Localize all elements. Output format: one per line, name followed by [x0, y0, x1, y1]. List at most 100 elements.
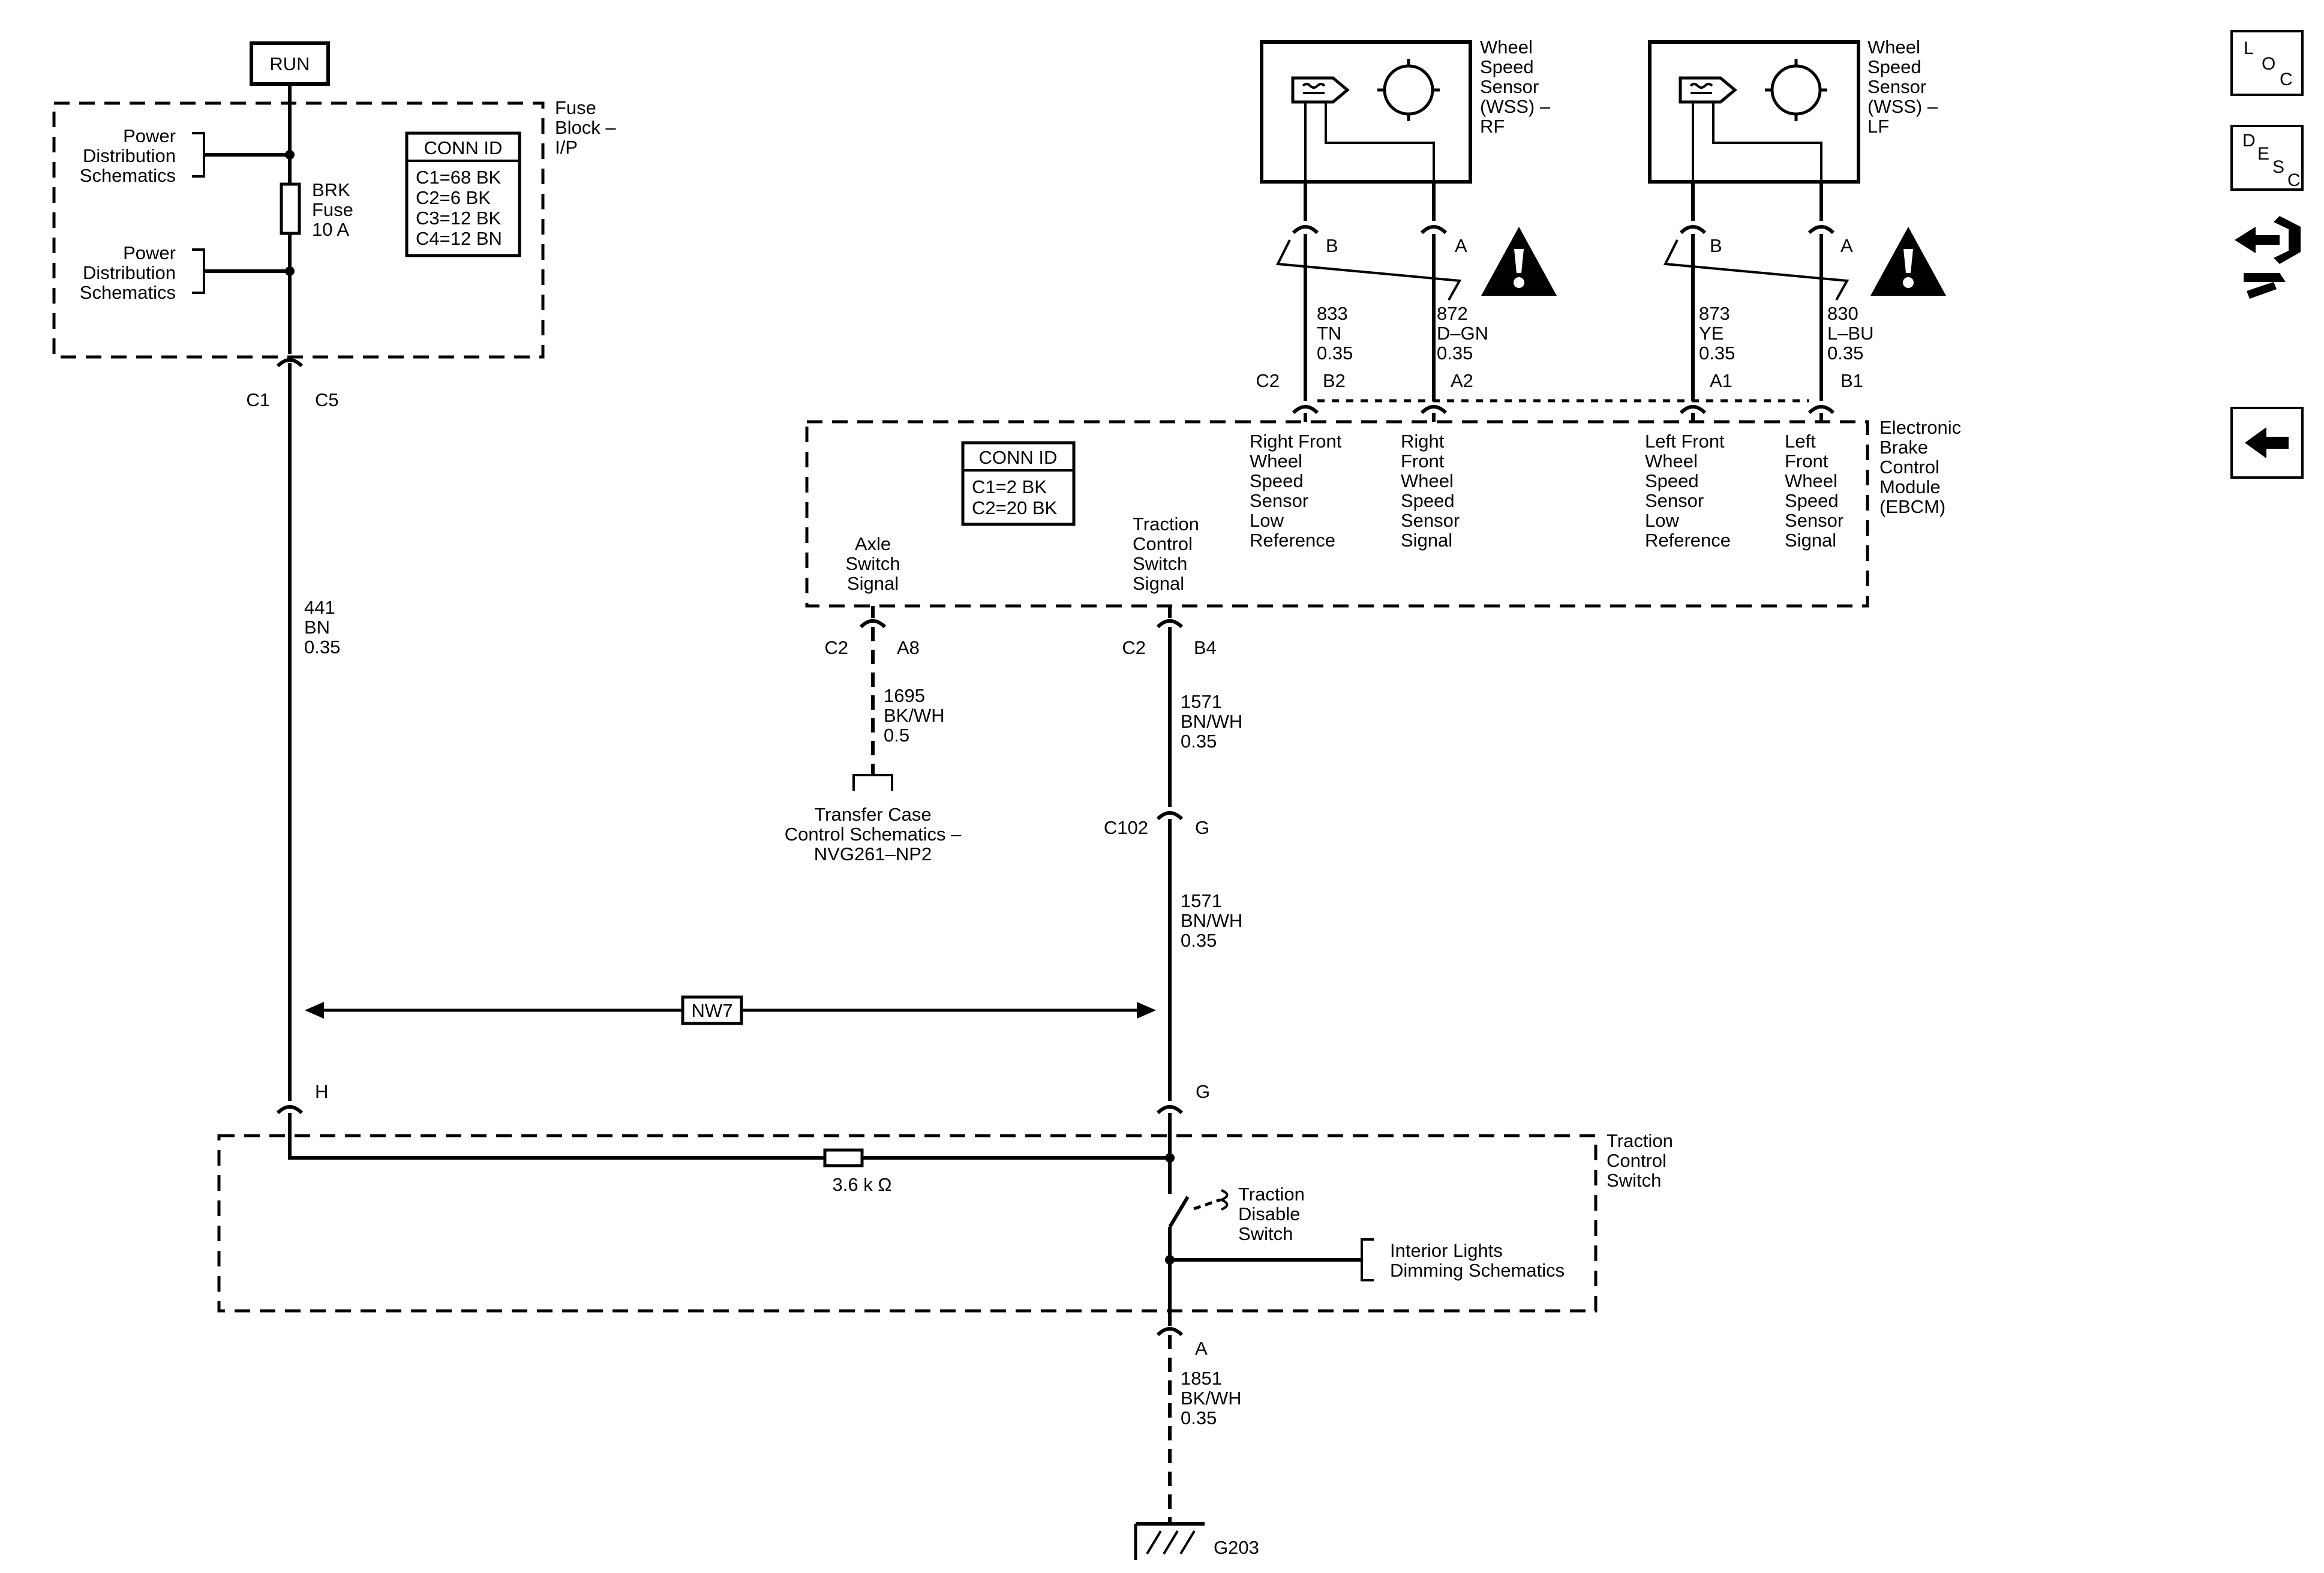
wire-1851-label: 1851 BK/WH 0.35 [1181, 1368, 1242, 1428]
svg-text:0.35: 0.35 [1827, 343, 1863, 364]
interior-lights-bracket [1361, 1238, 1374, 1281]
svg-text:Fuse: Fuse [555, 97, 596, 118]
svg-text:E: E [2257, 144, 2269, 164]
wss-lf-pin-a-label: A [1840, 235, 1853, 256]
svg-text:Control Schematics –: Control Schematics – [785, 824, 962, 845]
back-arrow-icon [2245, 427, 2289, 458]
svg-text:Interior Lights: Interior Lights [1390, 1240, 1503, 1261]
svg-text:Signal: Signal [1785, 530, 1836, 551]
svg-text:Schematics: Schematics [80, 165, 176, 186]
svg-text:YE: YE [1699, 323, 1724, 344]
svg-text:BN: BN [304, 617, 330, 638]
transfer-case-label: Transfer Case Control Schematics – NVG26… [785, 804, 962, 864]
ebcm-pin-b2 [1292, 405, 1319, 415]
svg-text:Signal: Signal [1133, 573, 1184, 594]
svg-text:Front: Front [1401, 451, 1445, 472]
wss-rf-pin-b-label: B [1326, 235, 1338, 256]
connector-c5 [276, 358, 304, 368]
svg-text:Disable: Disable [1238, 1203, 1300, 1224]
c102-label: C102 [1104, 817, 1148, 838]
svg-text:Switch: Switch [1607, 1170, 1661, 1191]
wss-lf-pin-b [1679, 225, 1707, 235]
ebcm-pin-a1-label: A1 [1710, 370, 1733, 391]
svg-text:1571: 1571 [1181, 691, 1222, 712]
svg-text:441: 441 [304, 597, 335, 618]
wss-lf-sensor-icon [1679, 59, 1827, 121]
svg-text:Speed: Speed [1480, 56, 1534, 77]
svg-text:Block –: Block – [555, 117, 616, 138]
loc-button[interactable]: L O C [2230, 30, 2304, 96]
svg-text:873: 873 [1699, 303, 1730, 324]
wss-lf-label: Wheel Speed Sensor (WSS) – LF [1867, 37, 1938, 137]
wss-rf-sensor-icon [1291, 59, 1440, 121]
svg-text:Sensor: Sensor [1645, 490, 1704, 511]
svg-text:Low: Low [1645, 510, 1679, 531]
svg-text:BN/WH: BN/WH [1181, 910, 1242, 931]
svg-text:RF: RF [1480, 116, 1505, 137]
nw7-label: NW7 [692, 1000, 733, 1021]
svg-text:C2=20 BK: C2=20 BK [972, 497, 1058, 518]
svg-text:Speed: Speed [1785, 490, 1839, 511]
svg-text:Wheel: Wheel [1480, 37, 1533, 58]
run-label: RUN [269, 53, 310, 74]
power-dist-top-label: Power Distribution Schematics [80, 125, 176, 186]
svg-text:Reference: Reference [1645, 530, 1731, 551]
transfer-case-bracket [852, 774, 893, 791]
conn-c1-label: C1 [246, 389, 270, 410]
svg-text:830: 830 [1827, 303, 1858, 324]
svg-text:S: S [2272, 157, 2284, 177]
svg-text:Sensor: Sensor [1250, 490, 1308, 511]
ebcm-title: Electronic Brake Control Module (EBCM) [1879, 417, 1961, 517]
ebcm-function-rf-signal: Right Front Wheel Speed Sensor Signal [1401, 431, 1460, 551]
resistor-label: 3.6 k Ω [833, 1174, 892, 1195]
ebcm-function-lf-signal: Left Front Wheel Speed Sensor Signal [1785, 431, 1843, 551]
svg-text:L: L [2244, 38, 2254, 58]
tcs-pin-g-label: G [1196, 1081, 1210, 1102]
wss-lf-twist-marker [1663, 239, 1849, 301]
svg-text:D: D [2242, 131, 2256, 151]
svg-text:I/P: I/P [555, 137, 578, 158]
ebcm-pin-b1 [1807, 405, 1835, 415]
tcs-pin-g [1156, 1105, 1184, 1115]
ebcm-pin-a1 [1679, 405, 1707, 415]
svg-text:833: 833 [1317, 303, 1348, 324]
resistor-3-6k [823, 1148, 864, 1167]
svg-text:Power: Power [123, 125, 176, 146]
ebcm-b4-pin-label: B4 [1194, 637, 1217, 658]
power-dist-bottom-label: Power Distribution Schematics [80, 242, 176, 303]
svg-text:TN: TN [1317, 323, 1341, 344]
back-arrow-button[interactable] [2230, 407, 2304, 479]
svg-text:Wheel: Wheel [1250, 451, 1302, 472]
ebcm-conn-id-table: CONN ID C1=2 BK C2=20 BK [961, 441, 1076, 526]
traction-disable-switch-label: Traction Disable Switch [1238, 1184, 1305, 1244]
svg-text:C: C [2280, 70, 2293, 89]
svg-text:Traction: Traction [1607, 1130, 1673, 1151]
power-dist-bottom-bracket [192, 248, 205, 294]
wss-lf-pin-b-label: B [1710, 235, 1722, 256]
svg-text:Signal: Signal [847, 573, 899, 594]
traction-control-switch-title: Traction Control Switch [1607, 1130, 1673, 1191]
svg-text:0.35: 0.35 [1437, 343, 1473, 364]
svg-text:0.35: 0.35 [1181, 731, 1217, 752]
ebcm-pin-b4 [1156, 619, 1184, 629]
desc-button[interactable]: D E S C [2230, 125, 2304, 191]
svg-text:Wheel: Wheel [1785, 470, 1837, 491]
connector-tool-icon[interactable] [2235, 216, 2301, 299]
warning-icon-lf [1870, 227, 1946, 296]
svg-text:C1=2 BK: C1=2 BK [972, 476, 1047, 497]
svg-text:Sensor: Sensor [1785, 510, 1843, 531]
svg-text:C: C [2287, 170, 2301, 190]
svg-text:0.5: 0.5 [884, 725, 909, 746]
svg-text:Wheel: Wheel [1401, 470, 1454, 491]
svg-text:Speed: Speed [1867, 56, 1921, 77]
svg-text:C4=12 BN: C4=12 BN [416, 228, 502, 249]
nw7-dimension-arrow [305, 995, 1156, 1025]
wss-rf-twist-marker [1275, 239, 1462, 301]
svg-text:Control: Control [1879, 457, 1939, 478]
svg-text:Sensor: Sensor [1480, 76, 1539, 97]
tcs-pin-a [1156, 1327, 1184, 1337]
brk-fuse [280, 182, 301, 235]
svg-text:872: 872 [1437, 303, 1468, 324]
svg-text:Module: Module [1879, 476, 1941, 497]
svg-text:1695: 1695 [884, 685, 925, 706]
